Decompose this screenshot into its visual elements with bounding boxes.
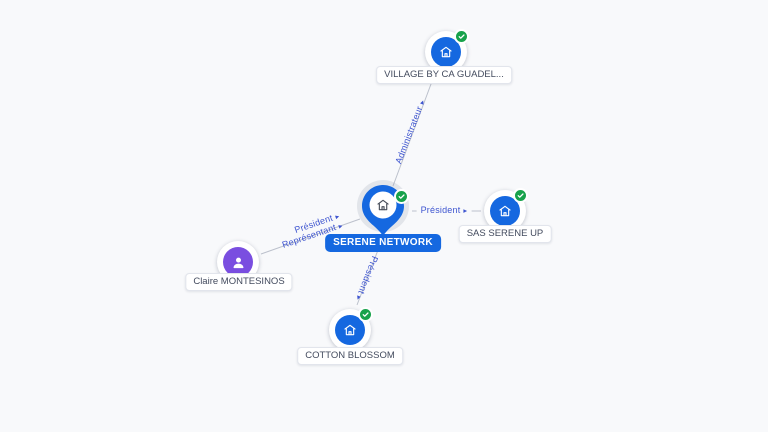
- verified-badge-icon: [513, 188, 528, 203]
- company-building-icon: [499, 205, 511, 217]
- edge-label-administrateur: Administrateur▸: [393, 98, 428, 166]
- node-label-sas-serene-up[interactable]: SAS SERENE UP: [458, 225, 552, 243]
- arrow-icon: ▸: [463, 206, 468, 216]
- company-building-icon: [377, 199, 389, 211]
- edge-label-president-bottom: Président▸: [353, 254, 380, 302]
- verified-badge-icon: [454, 29, 469, 44]
- node-label-claire-montesinos[interactable]: Claire MONTESINOS: [185, 273, 293, 291]
- node-label-cotton-blossom[interactable]: COTTON BLOSSOM: [297, 347, 403, 365]
- company-building-icon: [344, 324, 356, 336]
- node-label-serene-network[interactable]: SERENE NETWORK: [325, 234, 441, 252]
- node-circle: [329, 307, 373, 351]
- edge-label-president-right: Président▸: [416, 205, 472, 216]
- arrow-icon: ▸: [337, 220, 344, 231]
- person-circle: [223, 247, 253, 277]
- node-serene-network[interactable]: [361, 184, 409, 237]
- node-label-village-by-ca[interactable]: VILLAGE BY CA GUADEL...: [376, 66, 512, 84]
- company-building-icon: [440, 46, 452, 58]
- verified-badge-icon: [358, 307, 373, 322]
- edge-role-text: Président: [420, 205, 461, 216]
- edge-role-text: Administrateur: [393, 104, 425, 166]
- arrow-icon: ▸: [353, 294, 364, 302]
- edge-role-text: Président: [356, 254, 380, 296]
- person-icon: [233, 257, 243, 268]
- company-circle: [431, 37, 461, 67]
- arrow-icon: ▸: [417, 98, 427, 106]
- map-pin-icon: [362, 185, 404, 236]
- arrow-icon: ▸: [334, 211, 341, 222]
- verified-badge-icon: [394, 189, 409, 204]
- node-cotton-blossom[interactable]: [329, 307, 373, 351]
